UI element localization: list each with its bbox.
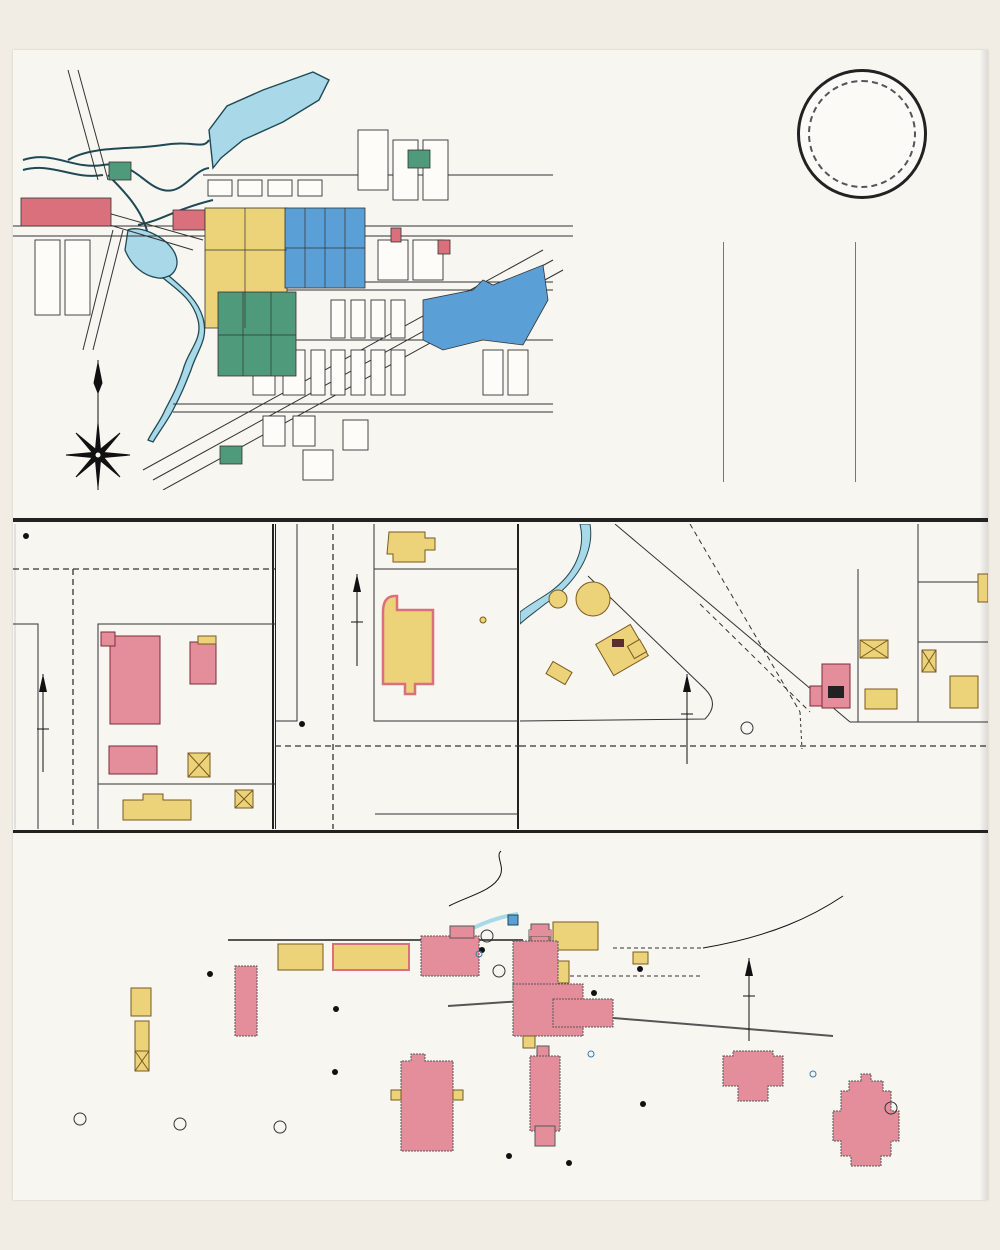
girls-dormitory[interactable] [529, 1055, 561, 1132]
index-streets-col2 [727, 236, 851, 260]
school-dormitory-hospital[interactable] [332, 943, 410, 971]
title-cartouche [797, 69, 927, 199]
shed[interactable] [134, 1020, 150, 1052]
section-divider [13, 518, 988, 522]
panel-st-andrews [13, 524, 275, 829]
dwelling[interactable] [386, 531, 436, 563]
sheet-5-area [422, 264, 549, 351]
sheet-4-area [217, 291, 297, 377]
index-specials-col3 [859, 236, 979, 238]
street-label-walworth [379, 805, 411, 817]
school-building[interactable] [832, 1073, 900, 1167]
panel-episcopal [275, 524, 520, 829]
coal-shed[interactable] [552, 921, 599, 951]
compass-rose-icon [65, 360, 131, 490]
sheet-1-walworth-area [172, 209, 206, 231]
reservoir[interactable] [548, 589, 568, 609]
paper-edge [980, 50, 988, 1200]
street-label-walworth [143, 572, 163, 584]
north-arrow-icon [39, 674, 47, 692]
school-plan [73, 850, 900, 1167]
north-arrow-icon [745, 958, 753, 976]
rectory[interactable] [189, 641, 217, 685]
dwelling[interactable] [949, 675, 979, 709]
reservoir[interactable] [575, 581, 611, 617]
panel-water-works [520, 524, 988, 764]
index-divider [855, 242, 856, 482]
index-streets-col1 [603, 236, 718, 238]
water-works-note [596, 80, 766, 82]
st-andrews-church[interactable] [109, 635, 161, 725]
map-sheet [13, 50, 988, 1200]
boys-dormitory[interactable] [400, 1053, 454, 1152]
main-building-kitchen[interactable] [512, 940, 559, 992]
key-map [13, 69, 573, 490]
episcopal-church[interactable] [381, 594, 435, 696]
north-arrow-icon [683, 674, 691, 692]
ice-house[interactable] [545, 660, 573, 686]
wood-shed[interactable] [277, 943, 324, 971]
pond [520, 524, 592, 625]
turtle-creek [147, 275, 206, 443]
lake-como [208, 71, 330, 170]
manual-training-school[interactable] [722, 1050, 784, 1102]
dwelling[interactable] [122, 793, 192, 821]
dwelling[interactable] [864, 688, 898, 710]
gymnasium[interactable] [420, 935, 480, 977]
cartouche-border [808, 80, 916, 188]
index-divider [723, 242, 724, 482]
laundry-building[interactable] [234, 965, 258, 1037]
st-andrews-hall[interactable] [108, 745, 158, 775]
sheet-areas [20, 149, 549, 465]
section-divider [13, 830, 988, 833]
north-arrow-icon [353, 574, 361, 592]
shed[interactable] [130, 987, 152, 1017]
sheet-1-school-area [20, 197, 112, 227]
